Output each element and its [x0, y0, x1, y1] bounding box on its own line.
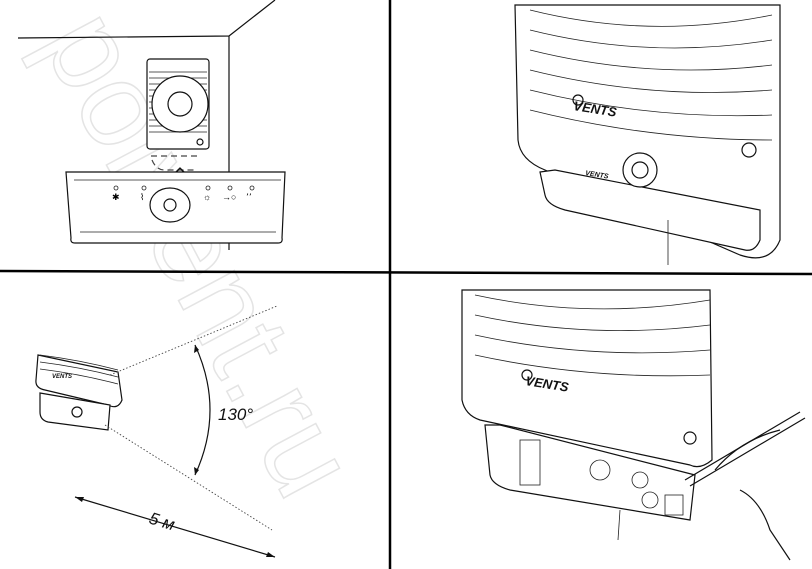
vents-logo-2: VENTS — [525, 373, 570, 395]
panel-bottom-left-detection-angle: VENTS 130° 5 м — [35, 305, 278, 558]
control-module — [539, 169, 761, 251]
humidity-icon: ✱ — [112, 192, 120, 202]
light-icon: ☼ — [203, 192, 211, 202]
distance-arrow — [74, 496, 276, 558]
detection-boundary-upper — [109, 305, 278, 376]
angle-label: 130° — [218, 405, 253, 424]
horizontal-divider — [0, 269, 812, 276]
detection-boundary-lower — [104, 424, 273, 531]
svg-text:VENTS: VENTS — [585, 170, 609, 181]
hand — [714, 429, 791, 561]
vents-logo: VENTS — [573, 98, 618, 120]
fan-body — [514, 4, 781, 259]
drops-icon: ٬٬ — [246, 192, 252, 202]
motion-icon: →○ — [222, 192, 236, 202]
svg-text:VENTS: VENTS — [52, 374, 72, 380]
panel-bottom-right-adjustment: VENTS — [461, 289, 806, 561]
panel-top-right-unit: VENTS VENTS — [514, 4, 781, 265]
angle-arc — [194, 344, 211, 476]
distance-label: 5 м — [147, 509, 178, 535]
timer-icon: ⌇ — [140, 192, 144, 202]
fan-body-open — [461, 289, 713, 468]
control-module-small — [39, 392, 111, 431]
panel-top-left-mounting: ✱ ⌇ ☼ →○ ٬٬ — [17, 0, 286, 250]
